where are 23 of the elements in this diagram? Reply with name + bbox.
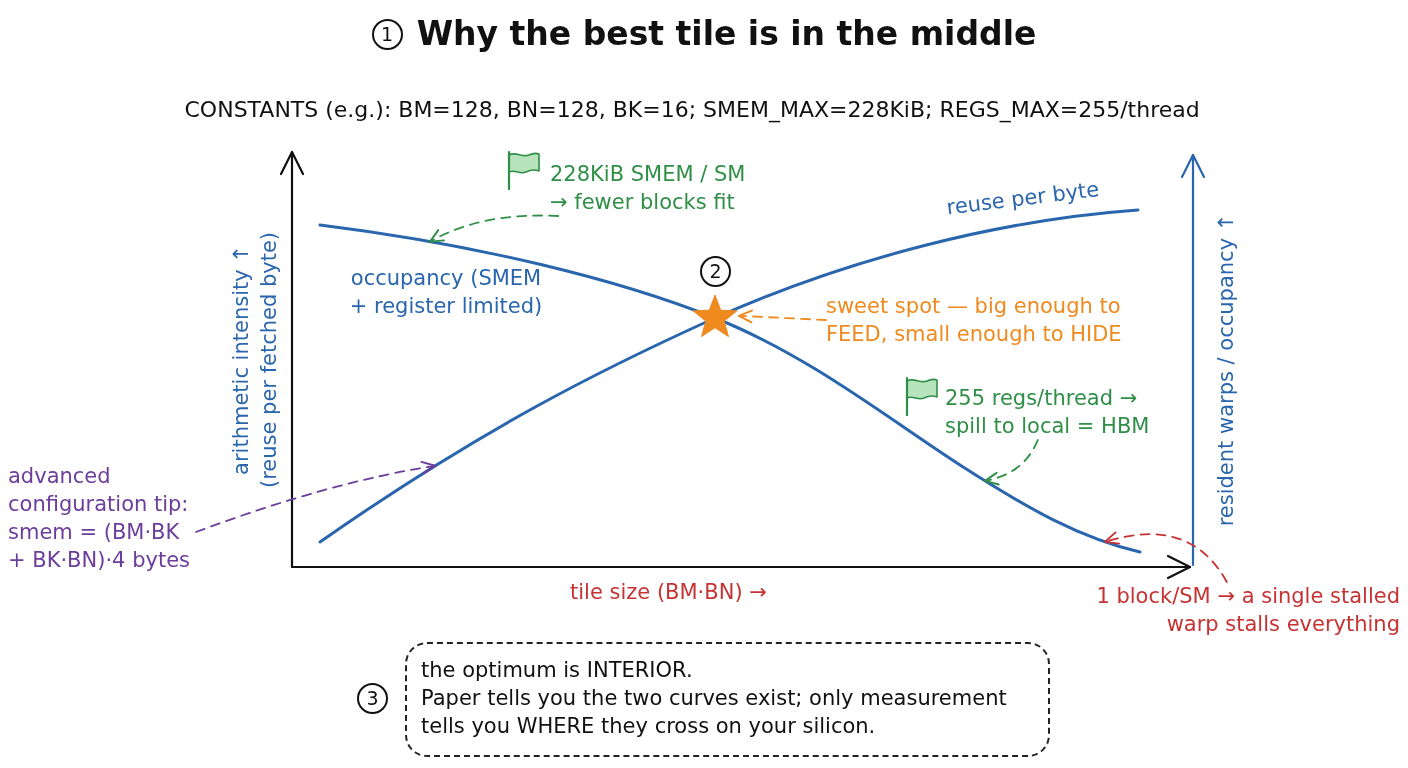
callout-number: 3 — [357, 683, 388, 714]
note-box — [405, 642, 1050, 757]
title: Why the best tile is in the middle — [416, 13, 1037, 55]
axis-label: arithmetic intensity ↑ (reuse per fetched byte) — [227, 230, 281, 491]
callout-number: 1 — [371, 18, 403, 50]
note-text: the optimum is INTERIOR. — [421, 657, 694, 684]
curve-label: reuse per byte — [945, 175, 1102, 222]
annotation-text: sweet spot — big enough to FEED, small enough to HIDE — [826, 292, 1136, 348]
constants-line: CONSTANTS (e.g.): BM=128, BN=128, BK=16; SMEM_MAX=228KiB; REGS_MAX=255/thread — [184, 96, 1200, 124]
leader-arrow — [737, 309, 827, 324]
curve-label: occupancy (SMEM + register limited) — [348, 265, 544, 320]
axis-label: tile size (BM·BN) → — [570, 579, 768, 606]
annotation-text: 255 regs/thread → spill to local = HBM — [945, 384, 1177, 440]
annotation-text: advanced configuration tip: smem = (BM·BK + BK·BN)·4 bytes — [8, 462, 196, 574]
annotation-text: 1 block/SM → a single stalled warp stalls everything — [1085, 582, 1400, 638]
note-text: Paper tells you the two curves exist; only measurement tells you WHERE they cross on your silicon. — [421, 685, 1008, 740]
leader-arrow — [1104, 531, 1228, 583]
callout-number: 2 — [700, 256, 731, 287]
leader-arrow — [195, 461, 436, 533]
axis-label: resident warps / occupancy ↑ — [1213, 212, 1239, 529]
leader-arrow — [429, 214, 560, 243]
annotation-text: 228KiB SMEM / SM → fewer blocks fit — [550, 160, 755, 216]
leader-arrow — [984, 439, 1039, 485]
